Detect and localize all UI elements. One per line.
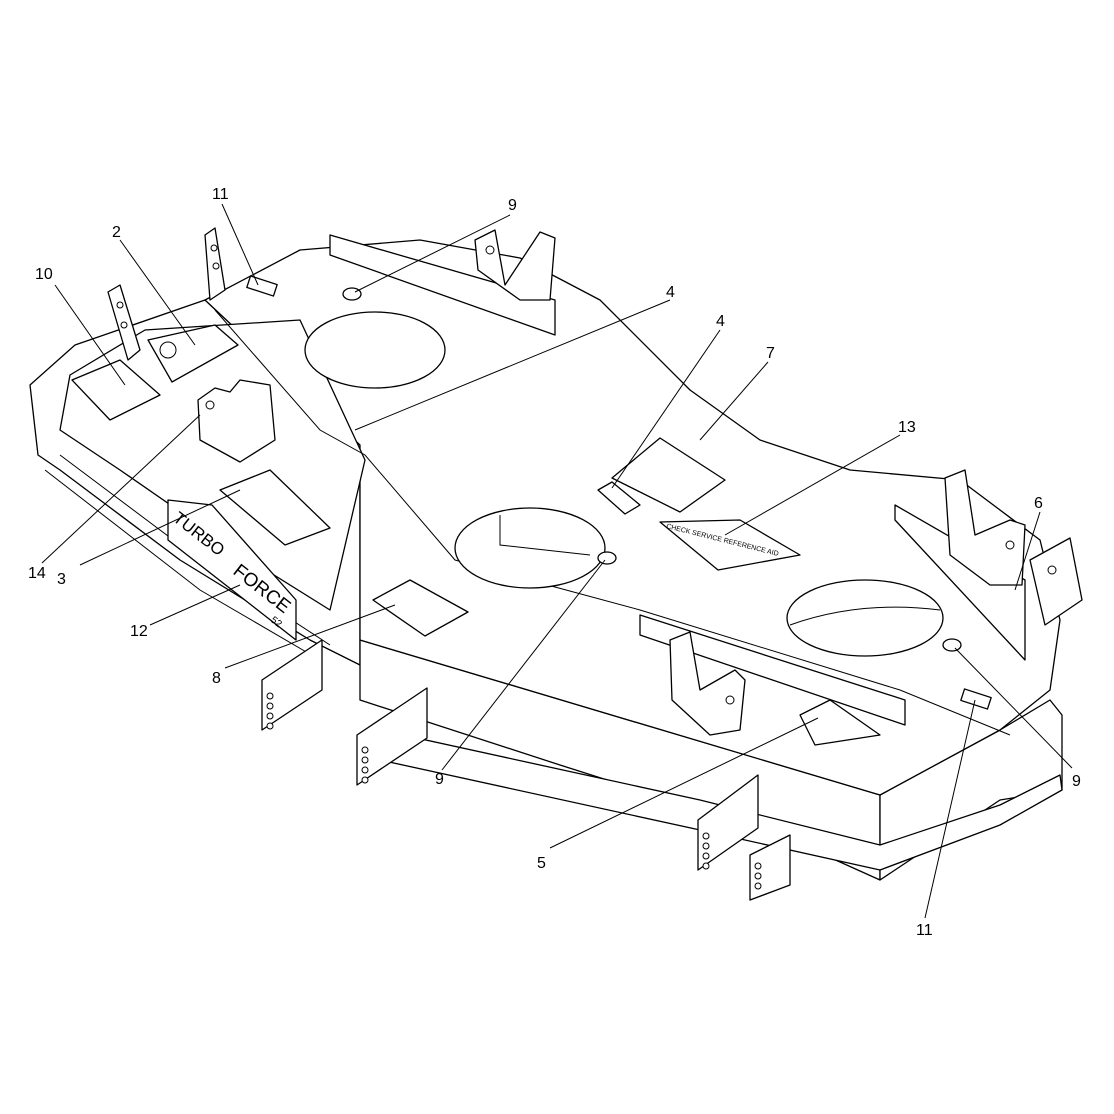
- cap-center: [597, 551, 617, 565]
- decal-12: [167, 499, 297, 641]
- decal-7: [611, 437, 726, 513]
- front-plate-3: [697, 774, 759, 871]
- decal-3: [219, 469, 331, 546]
- callout-7: 7: [766, 345, 775, 362]
- callout-9-right: 9: [1072, 773, 1081, 790]
- deck-rear-ridge: [214, 309, 1011, 736]
- callout-11-front: 11: [916, 922, 933, 939]
- decal-11-rear: [246, 275, 278, 297]
- callout-4-rear: 4: [666, 284, 675, 301]
- gauge-caps: [342, 287, 962, 652]
- front-baffle: [639, 614, 906, 726]
- callout-5: 5: [537, 855, 546, 872]
- decal-8: [372, 579, 469, 637]
- rear-baffle: [329, 234, 556, 336]
- front-plate-1: [261, 639, 323, 731]
- blade-opening-right: [786, 579, 944, 657]
- callout-8: 8: [212, 670, 221, 687]
- leader-lines: [41, 203, 1073, 919]
- blade-openings: [304, 311, 944, 657]
- baffles: [329, 234, 1026, 726]
- cap-rear: [342, 287, 362, 301]
- callout-10: 10: [35, 266, 53, 283]
- callouts: 11 2 10 9 4 4 7 13 6 14 3 12 8 9 5 9 11: [28, 186, 1081, 939]
- front-plate-2: [356, 687, 428, 786]
- callout-9-center: 9: [435, 771, 444, 788]
- cap-right: [942, 638, 962, 652]
- callout-6: 6: [1034, 495, 1043, 512]
- decals: [71, 275, 992, 746]
- front-bumper: [379, 729, 1063, 871]
- left-hitch-bracket: [197, 379, 276, 463]
- decal-5: [799, 699, 881, 746]
- callout-3: 3: [57, 571, 66, 588]
- decal-2: [147, 324, 239, 383]
- rear-hitch-bracket: [474, 229, 556, 301]
- decal-4b: [597, 481, 641, 515]
- mounting-brackets: [107, 227, 1083, 901]
- right-side-arm: [1029, 537, 1083, 626]
- callout-2: 2: [112, 224, 121, 241]
- decal-10: [71, 359, 161, 421]
- front-hitch-bracket: [669, 631, 746, 736]
- callout-14: 14: [28, 565, 46, 582]
- decal-13: [659, 519, 801, 571]
- callout-11-rear: 11: [212, 186, 229, 203]
- blade-opening-left: [304, 311, 446, 389]
- callout-13: 13: [898, 419, 916, 436]
- callout-12: 12: [130, 623, 148, 640]
- callout-4-center: 4: [716, 313, 725, 330]
- right-hitch-bracket: [944, 469, 1026, 586]
- callout-9-rear: 9: [508, 197, 517, 214]
